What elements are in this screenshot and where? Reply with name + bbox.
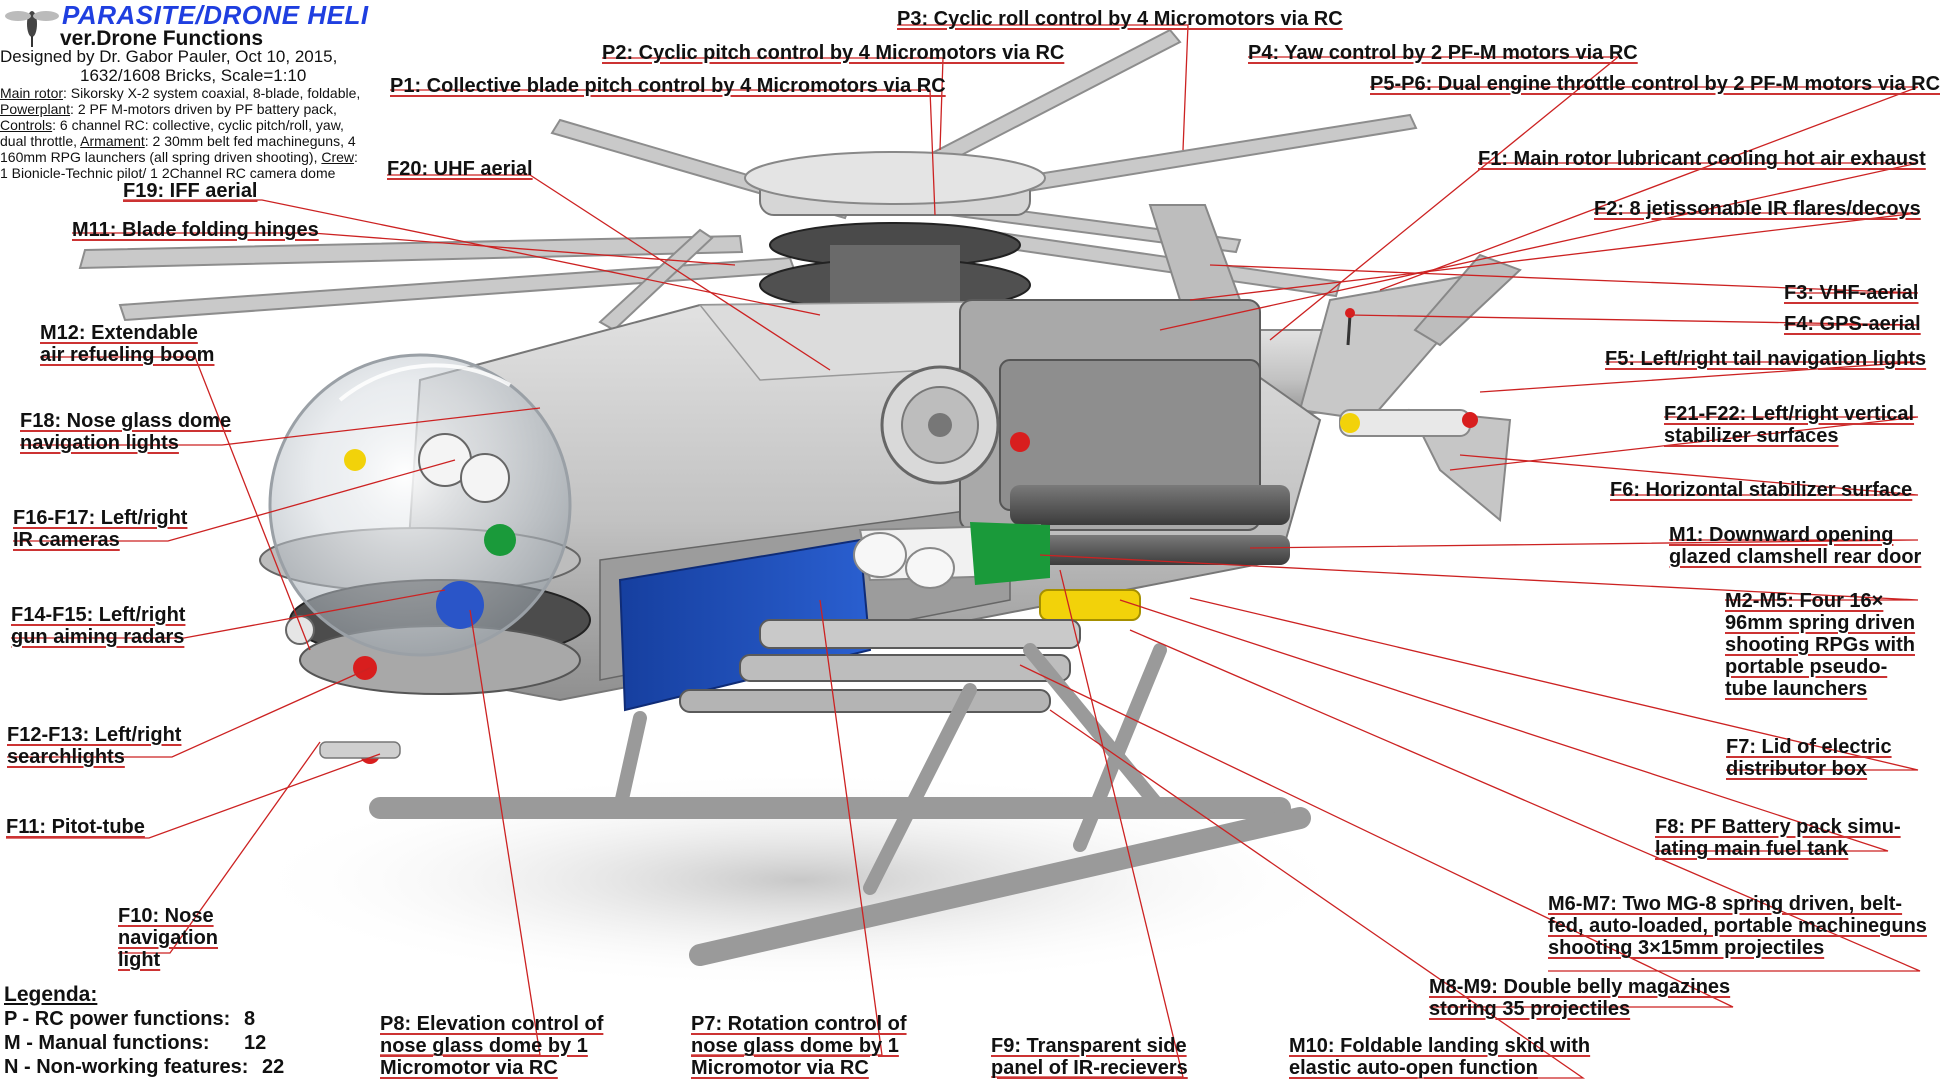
brick-count: 1632/1608 Bricks, Scale=1:10 xyxy=(80,66,307,85)
label-f5: F5: Left/right tail navigation lights xyxy=(1605,348,1927,370)
landing-skids xyxy=(369,643,1311,966)
machine-guns xyxy=(679,619,1081,713)
label-p4: P4: Yaw control by 2 PF-M motors via RC xyxy=(1248,42,1638,64)
label-p3: P3: Cyclic roll control by 4 Micromotors… xyxy=(897,8,1343,30)
label-m11: M11: Blade folding hinges xyxy=(72,219,319,241)
label-f8: F8: PF Battery pack simu-lating main fue… xyxy=(1655,816,1901,860)
leader-lines xyxy=(6,24,1921,1079)
spec-powerplant: Powerplant: 2 PF M-motors driven by PF b… xyxy=(0,101,337,117)
ground-shadow xyxy=(240,770,1360,990)
legend-item-manual: M - Manual functions:12 xyxy=(4,1032,267,1054)
diagram-subtitle: ver.Drone Functions xyxy=(60,27,264,50)
label-f6: F6: Horizontal stabilizer surface xyxy=(1610,479,1913,501)
label-f19: F19: IFF aerial xyxy=(123,180,258,202)
rpg-pods xyxy=(853,522,1141,621)
label-f1: F1: Main rotor lubricant cooling hot air… xyxy=(1478,148,1926,170)
legend-item-power: P - RC power functions:8 xyxy=(4,1008,256,1030)
designer-credit: Designed by Dr. Gabor Pauler, Oct 10, 20… xyxy=(0,47,338,66)
label-p2: P2: Cyclic pitch control by 4 Micromotor… xyxy=(602,42,1065,64)
label-f4: F4: GPS-aerial xyxy=(1784,313,1921,335)
label-p1: P1: Collective blade pitch control by 4 … xyxy=(390,75,946,97)
legend-item-nonworking: N - Non-working features:22 xyxy=(4,1056,285,1078)
ir-side-panel xyxy=(618,538,872,712)
label-f20: F20: UHF aerial xyxy=(387,158,533,180)
spec-controls: Controls: 6 channel RC: collective, cycl… xyxy=(0,117,344,133)
diagram-title: PARASITE/DRONE HELI xyxy=(62,0,369,30)
spec-armament: dual throttle, Armament: 2 30mm belt fed… xyxy=(0,133,356,149)
label-f3: F3: VHF-aerial xyxy=(1784,282,1919,304)
nose-section xyxy=(259,353,591,764)
spec-crew: 1 Bionicle-Technic pilot/ 1 2Channel RC … xyxy=(0,165,336,181)
legend-title: Legenda: xyxy=(4,983,98,1006)
label-m6m7: M6-M7: Two MG-8 spring driven, belt-fed,… xyxy=(1548,893,1927,959)
engine-block xyxy=(880,299,1290,565)
spec-launchers: 160mm RPG launchers (all spring driven s… xyxy=(0,149,358,165)
label-p5p6: P5-P6: Dual engine throttle control by 2… xyxy=(1370,73,1940,95)
label-f2: F2: 8 jetissonable IR flares/decoys xyxy=(1594,198,1921,220)
label-f11: F11: Pitot-tube xyxy=(6,816,145,838)
spec-main-rotor: Main rotor: Sikorsky X-2 system coaxial,… xyxy=(0,85,361,101)
mosquito-logo-icon xyxy=(5,11,59,47)
